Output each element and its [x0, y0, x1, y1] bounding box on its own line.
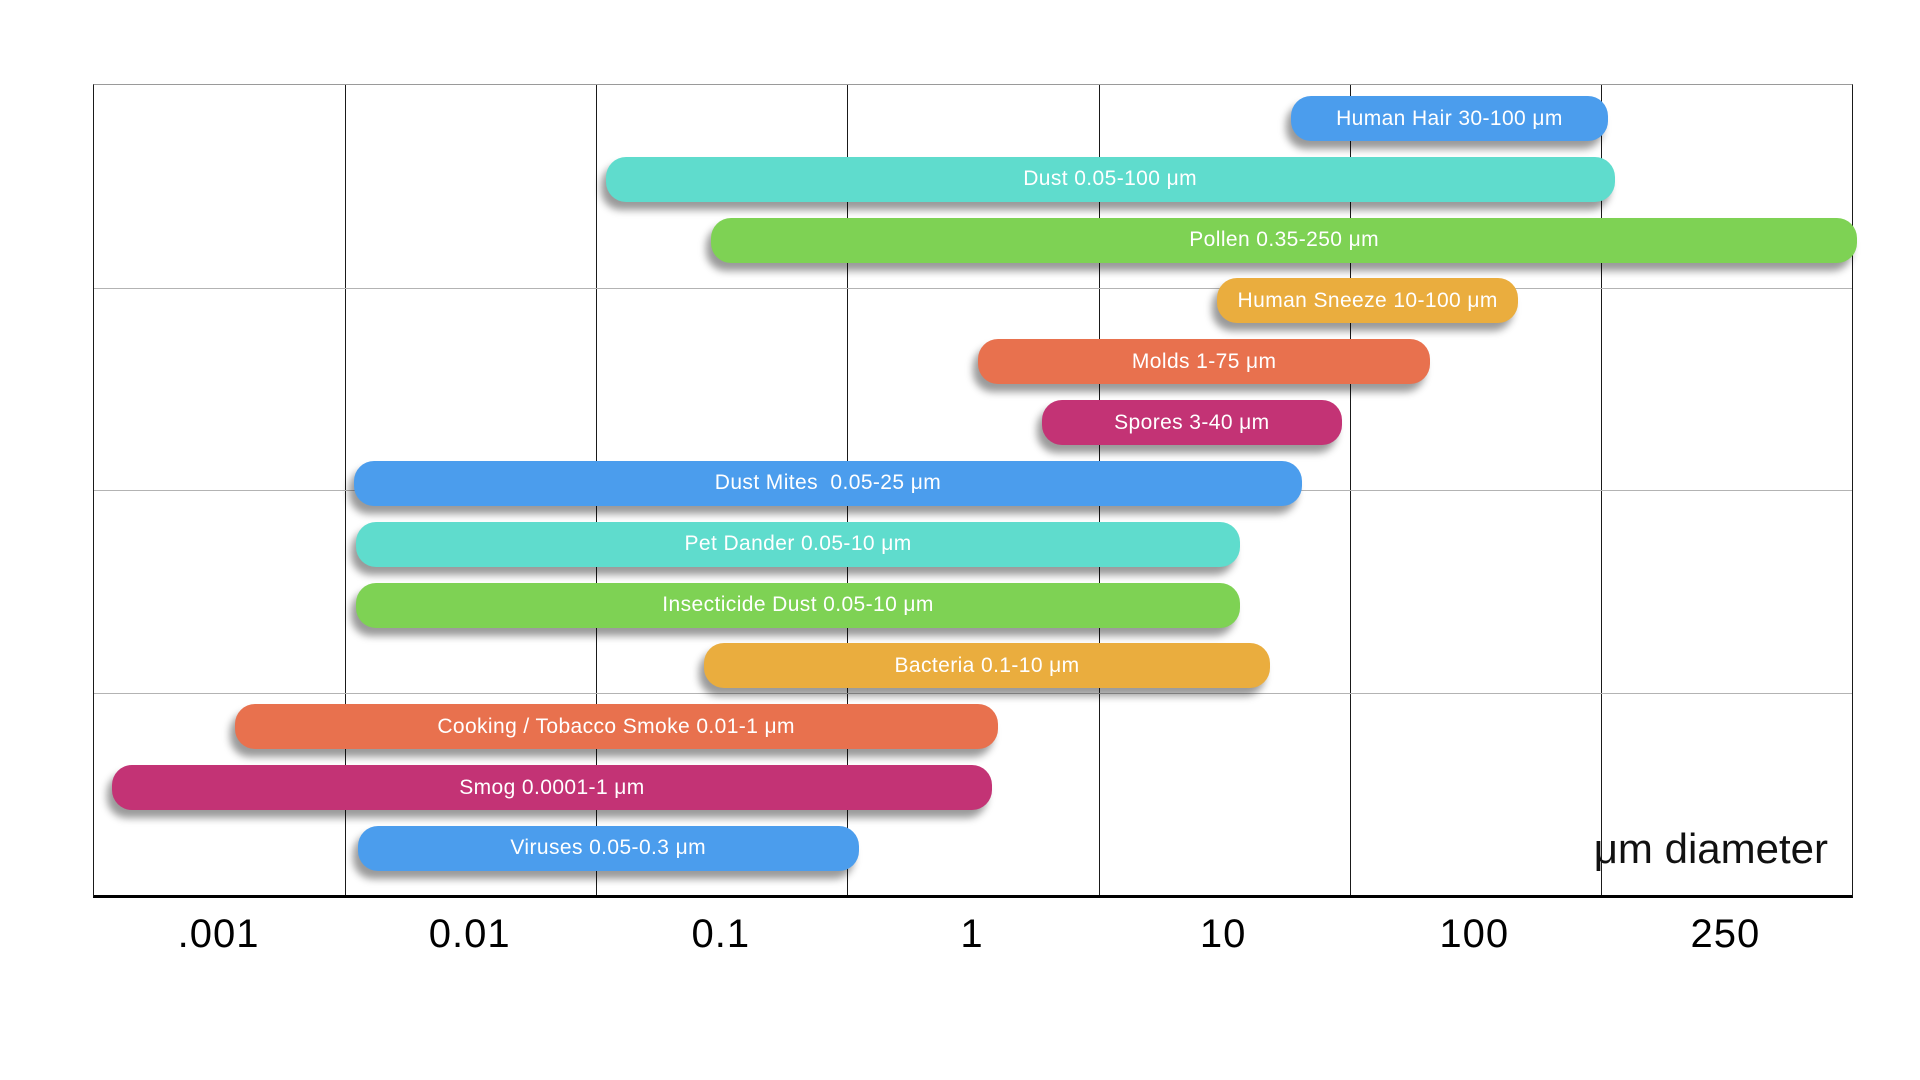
bar-cooking-tobacco-smoke: Cooking / Tobacco Smoke 0.01-1 μm [234, 704, 998, 750]
bar-label-spores: Spores 3-40 μm [1114, 410, 1270, 434]
bar-molds: Molds 1-75 μm [978, 339, 1431, 385]
bar-label-bacteria: Bacteria 0.1-10 μm [894, 653, 1080, 677]
bar-viruses: Viruses 0.05-0.3 μm [357, 825, 859, 871]
x-tick-1: 1 [960, 912, 984, 956]
x-tick-100: 100 [1439, 912, 1510, 956]
bar-label-dust-mites: Dust Mites 0.05-25 μm [714, 471, 942, 495]
bar-spores: Spores 3-40 μm [1041, 400, 1343, 446]
bar-label-insecticide-dust: Insecticide Dust 0.05-10 μm [662, 593, 934, 617]
bar-pollen: Pollen 0.35-250 μm [711, 217, 1858, 263]
h-separator-3 [94, 692, 1852, 694]
x-tick-001: .001 [177, 912, 260, 956]
bar-label-pet-dander: Pet Dander 0.05-10 μm [684, 532, 912, 556]
bar-label-smog: Smog 0.0001-1 μm [459, 775, 645, 799]
bar-label-human-hair: Human Hair 30-100 μm [1336, 106, 1563, 130]
bar-human-hair: Human Hair 30-100 μm [1291, 96, 1608, 141]
h-separator-1 [94, 287, 1852, 289]
x-axis-unit-label: μm diameter [1593, 825, 1828, 872]
x-tick-0-1: 0.1 [691, 912, 751, 956]
bar-label-pollen: Pollen 0.35-250 μm [1189, 228, 1380, 252]
bar-smog: Smog 0.0001-1 μm [111, 765, 993, 811]
bar-label-molds: Molds 1-75 μm [1131, 349, 1277, 373]
bar-insecticide-dust: Insecticide Dust 0.05-10 μm [355, 582, 1241, 628]
x-tick-0-01: 0.01 [428, 912, 511, 956]
bar-bacteria: Bacteria 0.1-10 μm [704, 643, 1271, 689]
bar-pet-dander: Pet Dander 0.05-10 μm [355, 521, 1241, 567]
bar-label-dust: Dust 0.05-100 μm [1023, 167, 1197, 191]
x-tick-10: 10 [1199, 912, 1247, 956]
bar-label-human-sneeze: Human Sneeze 10-100 μm [1237, 288, 1498, 312]
bar-dust-mites: Dust Mites 0.05-25 μm [354, 460, 1302, 506]
bar-dust: Dust 0.05-100 μm [605, 156, 1615, 202]
bar-label-cooking-tobacco-smoke: Cooking / Tobacco Smoke 0.01-1 μm [437, 714, 795, 738]
plot-area: Human Hair 30-100 μm Dust 0.05-100 μm Poll… [93, 84, 1858, 898]
bar-human-sneeze: Human Sneeze 10-100 μm [1217, 278, 1518, 324]
x-tick-250: 250 [1690, 912, 1761, 956]
bar-label-viruses: Viruses 0.05-0.3 μm [510, 836, 706, 860]
